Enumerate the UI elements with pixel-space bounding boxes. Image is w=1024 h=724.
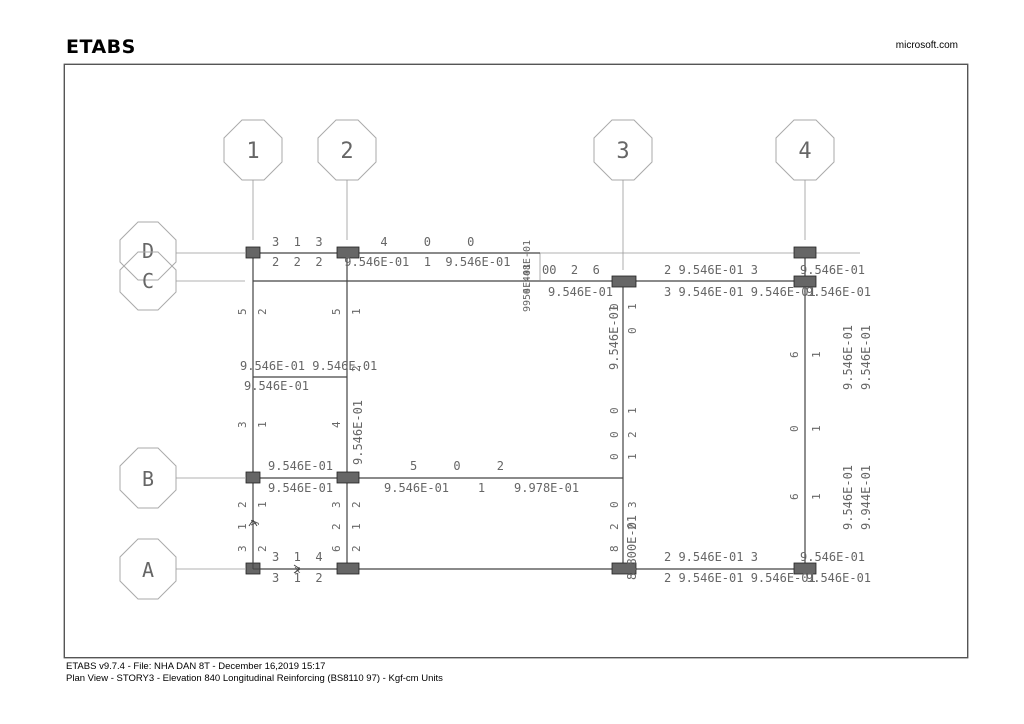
svg-text:9954E-01: 9954E-01 [522,264,533,312]
columns [245,246,817,575]
svg-text:1: 1 [236,523,249,530]
svg-text:1: 1 [810,351,823,358]
svg-text:9.546E-01: 9.546E-01 [800,550,865,564]
beams [252,252,806,570]
svg-text:00 2 6: 00 2 6 [542,263,600,277]
app-title: ETABS [66,36,136,58]
svg-text:9.546E-01: 9.546E-01 [841,465,855,530]
svg-text:6: 6 [330,545,343,552]
footer-file-info: ETABS v9.7.4 - File: NHA DAN 8T - Decemb… [66,661,326,672]
svg-text:3: 3 [330,501,343,508]
svg-text:0: 0 [608,501,621,508]
svg-text:1: 1 [246,139,259,164]
svg-text:0.448E-01: 0.448E-01 [522,240,533,294]
grid-bubble-4: 4 [775,119,835,181]
svg-text:2 9.546E-01 3: 2 9.546E-01 3 [664,263,758,277]
svg-text:9.546E-01: 9.546E-01 [841,325,855,390]
svg-text:2 2 2 9.546E-01 1 9.546E: 2 2 2 9.546E-01 1 9.546E-01 [272,255,510,269]
svg-text:2: 2 [350,501,363,508]
svg-text:2: 2 [256,308,269,315]
svg-text:9.546E-01: 9.546E-01 [268,481,333,495]
svg-text:0: 0 [788,425,801,432]
svg-text:9.546E-01: 9.546E-01 [859,325,873,390]
svg-text:1: 1 [350,308,363,315]
svg-text:A: A [142,558,154,582]
svg-text:9.546E-01: 9.546E-01 [806,285,871,299]
svg-text:5: 5 [330,308,343,315]
svg-text:9.546E-01: 9.546E-01 [548,285,613,299]
grid-bubble-A: A [119,538,177,600]
footer-view-info: Plan View - STORY3 - Elevation 840 Longi… [66,673,443,684]
svg-text:0: 0 [608,431,621,438]
svg-text:2 9.546E-01 9.546E-01: 2 9.546E-01 9.546E-01 [664,571,816,585]
svg-text:9.546E-01: 9.546E-01 [351,400,365,465]
svg-text:D: D [142,239,154,263]
grid-bubble-C: C [119,251,177,311]
svg-text:5: 5 [236,308,249,315]
svg-text:3 1 3 4 0 0: 3 1 3 4 0 0 [272,235,474,249]
svg-text:3: 3 [616,139,629,164]
svg-text:2: 2 [330,523,343,530]
svg-text:0: 0 [608,303,621,310]
svg-text:9.546E-01: 9.546E-01 [806,571,871,585]
svg-text:0: 0 [608,407,621,414]
svg-text:1: 1 [810,493,823,500]
svg-text:9.546E-01: 9.546E-01 [268,459,333,473]
svg-text:2: 2 [626,431,639,438]
svg-text:2: 2 [340,139,353,164]
grid-bubble-3: 3 [593,119,653,181]
local-axis-arrows [248,519,301,574]
svg-text:3 9.546E-01 9.546E-01: 3 9.546E-01 9.546E-01 [664,285,816,299]
svg-text:2: 2 [608,523,621,530]
svg-text:9.546E-01 9.546E-01: 9.546E-01 9.546E-01 [240,359,377,373]
svg-text:9.546E-01: 9.546E-01 [244,379,309,393]
grid-bubble-2: 2 [317,119,377,181]
svg-text:1: 1 [626,453,639,460]
svg-text:1: 1 [626,303,639,310]
svg-text:C: C [142,269,154,293]
svg-text:3: 3 [236,545,249,552]
svg-text:4: 4 [330,421,343,428]
svg-text:1: 1 [810,425,823,432]
svg-text:1: 1 [256,421,269,428]
svg-text:9.546E-01 1 9.978E-01: 9.546E-01 1 9.978E-01 [384,481,579,495]
svg-text:9.944E-01: 9.944E-01 [859,465,873,530]
grid-bubble-B: B [119,447,177,509]
svg-text:6: 6 [788,351,801,358]
grid-bubble-D: D [119,221,177,281]
svg-text:1: 1 [350,523,363,530]
svg-text:8: 8 [608,545,621,552]
svg-text:1: 1 [256,501,269,508]
svg-text:4: 4 [798,139,811,164]
svg-text:5 0 2: 5 0 2 [410,459,504,473]
svg-text:6: 6 [788,493,801,500]
source-label: microsoft.com [895,40,958,51]
svg-text:3 1 4: 3 1 4 [272,550,323,564]
svg-text:2 9.546E-01 3: 2 9.546E-01 3 [664,550,758,564]
svg-text:9.546E-01: 9.546E-01 [800,263,865,277]
grid-bubble-1: 1 [223,119,283,181]
svg-text:3 1 2: 3 1 2 [272,571,323,585]
svg-text:2: 2 [256,545,269,552]
svg-text:9.546E-01: 9.546E-01 [607,305,621,370]
svg-text:2: 2 [350,545,363,552]
svg-text:3: 3 [236,421,249,428]
svg-text:2: 2 [626,523,639,530]
svg-text:B: B [142,467,154,491]
svg-text:2: 2 [350,365,363,372]
svg-text:8.800E-01: 8.800E-01 [625,515,639,580]
svg-text:3: 3 [626,501,639,508]
svg-text:0: 0 [626,327,639,334]
svg-text:0: 0 [608,453,621,460]
drawing-frame [64,64,968,658]
drawing-border [63,63,969,659]
svg-text:1: 1 [626,407,639,414]
svg-text:2: 2 [236,501,249,508]
reinforcement-labels: 3 1 3 4 0 0 2 2 2 9.546E-01 1 9.546E-01 … [236,235,873,585]
